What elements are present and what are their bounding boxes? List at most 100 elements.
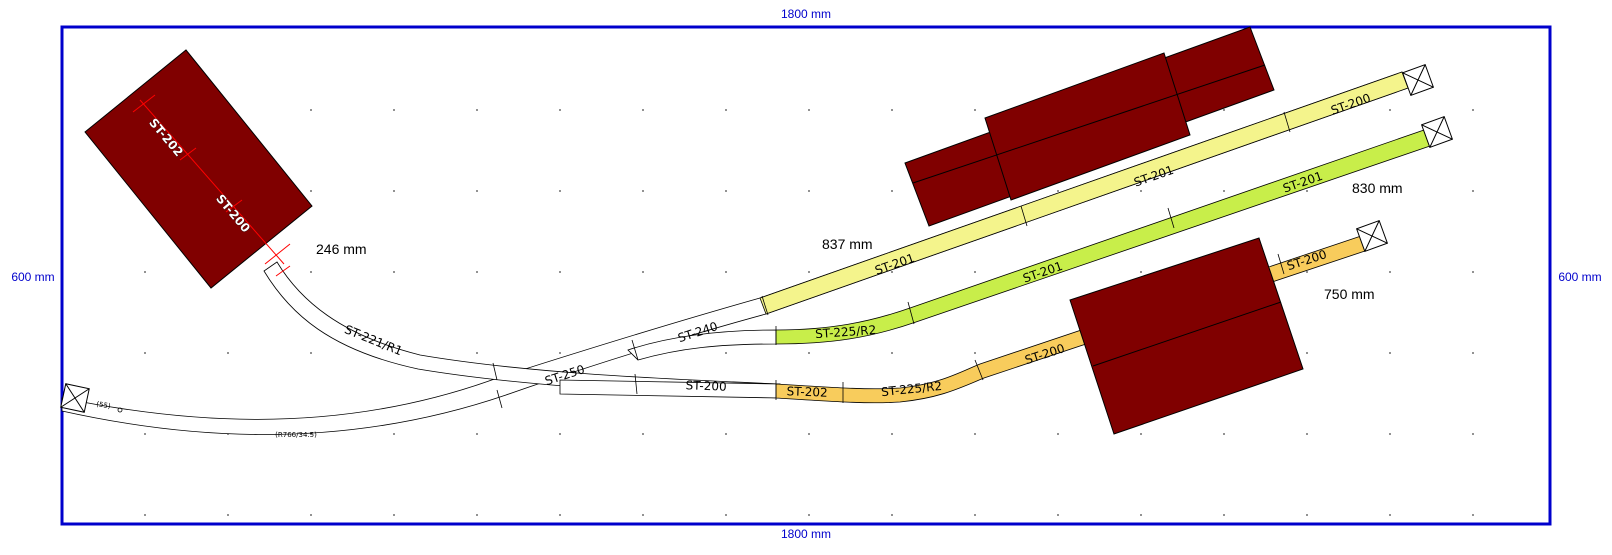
grid-dot (559, 433, 561, 435)
grid-dot (725, 433, 727, 435)
label-st225-lower: ST-225/R2 (880, 379, 942, 399)
building-top-main[interactable] (984, 52, 1191, 201)
label-tiny-radius: (R766/34.5) (275, 431, 317, 439)
grid-dot (144, 514, 146, 516)
grid-dot (1306, 190, 1308, 192)
grid-dot (725, 514, 727, 516)
grid-dot (310, 109, 312, 111)
grid-dot (476, 271, 478, 273)
grid-dot (559, 190, 561, 192)
label-st225-middle: ST-225/R2 (815, 323, 877, 341)
grid-dot (559, 352, 561, 354)
grid-dot (1306, 271, 1308, 273)
grid-dot (393, 190, 395, 192)
grid-dot (974, 514, 976, 516)
grid-dot (891, 109, 893, 111)
grid-dot (1472, 190, 1474, 192)
board-border (60, 25, 1552, 526)
grid-dot (476, 352, 478, 354)
grid-dot (1472, 109, 1474, 111)
grid-dot (144, 433, 146, 435)
grid-dot (1306, 433, 1308, 435)
buffer-stop-left (60, 383, 90, 413)
grid-dot (725, 352, 727, 354)
label-st200-lower-a: ST-200 (685, 378, 727, 393)
grid-dot (974, 433, 976, 435)
grid-dot (808, 109, 810, 111)
building-left[interactable] (84, 49, 313, 289)
grid-dot (1140, 433, 1142, 435)
grid-dot (310, 190, 312, 192)
grid-dot (1389, 271, 1391, 273)
buffer-stop-upper (1401, 63, 1435, 97)
grid-dot (1057, 190, 1059, 192)
grid-dot (393, 271, 395, 273)
grid-dot (1472, 433, 1474, 435)
length-830: 830 mm (1352, 180, 1403, 196)
grid-dot (476, 433, 478, 435)
grid-dot (891, 433, 893, 435)
grid-dot (725, 109, 727, 111)
grid-dot (144, 352, 146, 354)
grid-dot (144, 271, 146, 273)
grid-dot (642, 271, 644, 273)
label-st202-lower: ST-202 (786, 384, 828, 399)
grid-dot (642, 190, 644, 192)
grid-dot (1472, 514, 1474, 516)
turntable-markers (132, 94, 291, 277)
grid-dot (559, 271, 561, 273)
grid-dot (1140, 190, 1142, 192)
grid-dot (1472, 352, 1474, 354)
grid-dot (1140, 271, 1142, 273)
grid-dot (310, 271, 312, 273)
grid-dot (476, 190, 478, 192)
grid-dot (808, 352, 810, 354)
grid-dot (393, 109, 395, 111)
grid-dot (974, 352, 976, 354)
grid-dot (808, 190, 810, 192)
grid-dot (1223, 433, 1225, 435)
grid-dot (393, 514, 395, 516)
grid-dot (891, 352, 893, 354)
small-circle-marker (117, 407, 123, 413)
length-246: 246 mm (316, 241, 367, 257)
length-837: 837 mm (822, 236, 873, 252)
height-label-left: 600 mm (11, 270, 54, 284)
tracks (61, 71, 1431, 435)
grid-dot (974, 109, 976, 111)
grid-dot (1389, 190, 1391, 192)
grid-dot (227, 514, 229, 516)
grid-dot (1389, 433, 1391, 435)
grid-dot (1472, 271, 1474, 273)
width-label-bottom: 1800 mm (781, 527, 831, 541)
grid-dot (891, 271, 893, 273)
grid-dot (808, 271, 810, 273)
grid-dot (1389, 514, 1391, 516)
end-markers (60, 63, 1454, 413)
grid-dot (393, 433, 395, 435)
grid-dot (476, 514, 478, 516)
grid-dot (1057, 514, 1059, 516)
grid-dot (891, 190, 893, 192)
grid-dot (1223, 109, 1225, 111)
grid-dot (310, 433, 312, 435)
buffer-stop-middle (1420, 115, 1454, 149)
grid-dot (974, 271, 976, 273)
grid-dot (891, 514, 893, 516)
grid-dot (310, 352, 312, 354)
grid-dot (725, 190, 727, 192)
length-750: 750 mm (1324, 286, 1375, 302)
grid-dot (1057, 433, 1059, 435)
grid-dot (559, 109, 561, 111)
height-label-right: 600 mm (1558, 270, 1601, 284)
grid-dot (725, 271, 727, 273)
grid-dot (808, 514, 810, 516)
buffer-stop-lower (1355, 219, 1389, 253)
grid-dot (1389, 109, 1391, 111)
grid-dot (1223, 514, 1225, 516)
building-bottom-right[interactable] (1069, 237, 1304, 435)
grid-dot (1389, 352, 1391, 354)
grid-dot (559, 514, 561, 516)
grid-dot (227, 352, 229, 354)
